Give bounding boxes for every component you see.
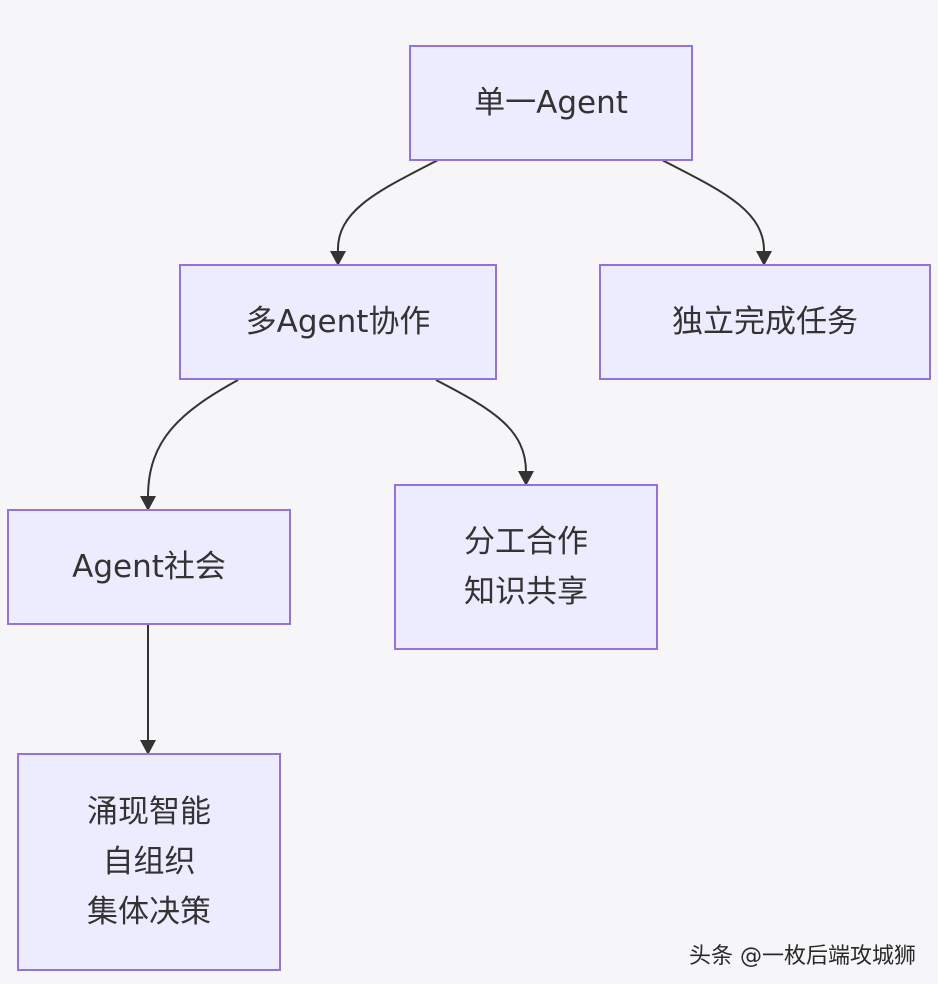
arrowhead [518,471,534,486]
node-label-line: 涌现智能 [87,794,211,830]
edge-multi-to-society [147,379,239,498]
edge-single-to-multi [336,159,439,253]
node-label: 独立完成任务 [672,304,858,340]
arrowhead [330,251,346,266]
node-agent-society: Agent社会 [7,509,291,625]
node-label-line: 集体决策 [87,894,211,930]
node-multi-agent-collaboration: 多Agent协作 [179,264,497,380]
node-emergence: 涌现智能 自组织 集体决策 [17,753,281,971]
node-cooperation: 分工合作 知识共享 [394,484,658,650]
node-label: Agent社会 [72,549,226,585]
node-label-line: 分工合作 [464,524,588,560]
arrowhead [140,496,156,511]
edge-single-to-independent [661,159,766,253]
arrowhead [140,740,156,755]
arrowhead [756,251,772,266]
watermark-text: 头条 @一枚后端攻城狮 [689,944,916,969]
node-label: 单一Agent [474,85,628,121]
node-label: 多Agent协作 [245,304,431,340]
node-label-line: 知识共享 [464,574,588,610]
edge-multi-to-cooperation [435,379,527,473]
node-label-line: 自组织 [102,844,196,880]
node-single-agent: 单一Agent [409,45,693,161]
node-independent-task: 独立完成任务 [599,264,931,380]
